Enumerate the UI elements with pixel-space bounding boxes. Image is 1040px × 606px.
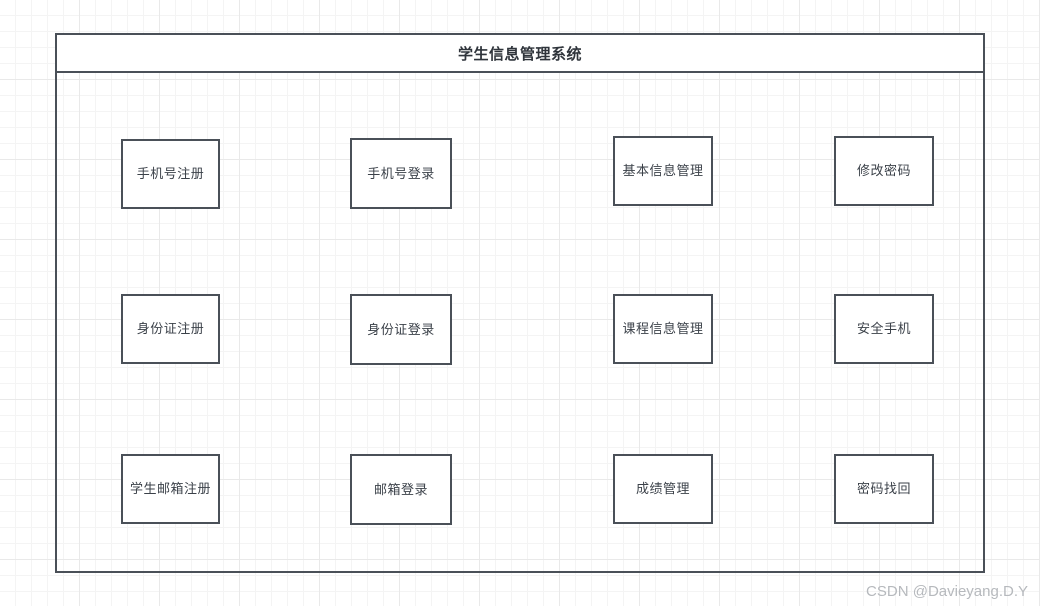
node-label: 身份证注册 [136,321,205,337]
node-label: 邮箱登录 [373,481,428,497]
node-change-password[interactable]: 修改密码 [834,136,934,206]
diagram-title-bar: 学生信息管理系统 [57,35,983,73]
node-label: 修改密码 [856,163,911,179]
node-password-recovery[interactable]: 密码找回 [834,454,934,524]
node-label: 安全手机 [856,321,911,337]
node-label: 学生邮箱注册 [129,481,211,497]
node-idcard-login[interactable]: 身份证登录 [350,294,452,365]
node-label: 基本信息管理 [622,163,704,179]
node-label: 身份证登录 [367,321,435,337]
node-student-mail-register[interactable]: 学生邮箱注册 [121,454,220,524]
node-course-info-manage[interactable]: 课程信息管理 [613,294,713,364]
node-idcard-register[interactable]: 身份证注册 [121,294,220,364]
diagram-outer-frame: 学生信息管理系统 手机号注册 手机号登录 基本信息管理 修改密码身份证注册 身份证登录 课… [55,33,985,573]
node-mail-login[interactable]: 邮箱登录 [350,454,452,525]
node-label: 成绩管理 [635,481,690,497]
node-label: 密码找回 [856,481,911,497]
watermark-label: CSDN @Davieyang.D.Y [866,583,1028,600]
node-phone-register[interactable]: 手机号注册 [121,139,220,209]
node-score-manage[interactable]: 成绩管理 [613,454,713,524]
node-basic-info-manage[interactable]: 基本信息管理 [613,136,713,206]
node-phone-login[interactable]: 手机号登录 [350,138,452,209]
page-title: 学生信息管理系统 [457,45,582,63]
node-label: 课程信息管理 [622,321,704,337]
node-label: 手机号注册 [136,166,205,182]
node-label: 手机号登录 [367,165,435,181]
node-security-phone[interactable]: 安全手机 [834,294,934,364]
